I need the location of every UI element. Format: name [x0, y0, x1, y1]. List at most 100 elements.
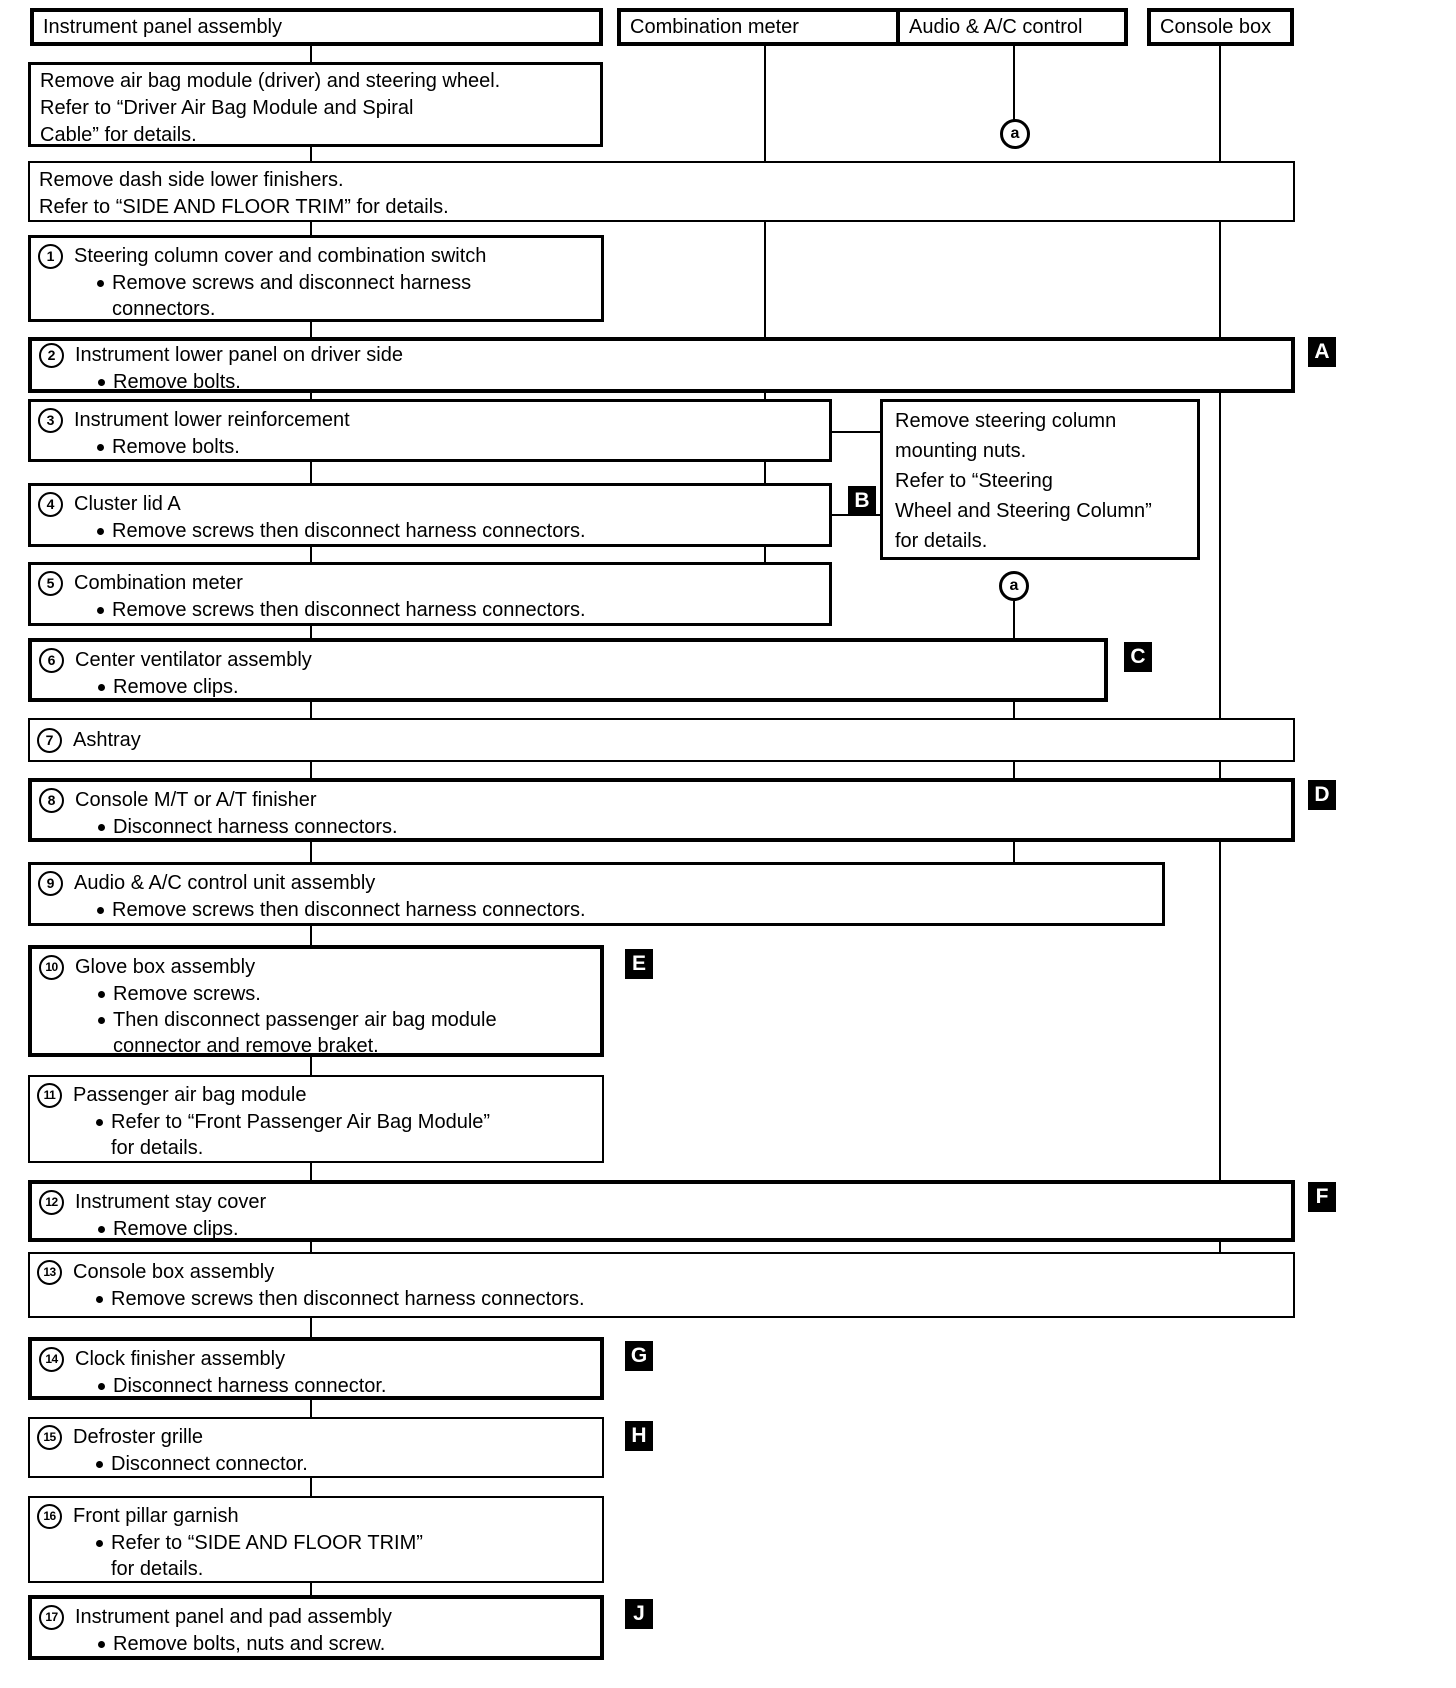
- step-bullet: Remove screws then disconnect harness co…: [95, 518, 829, 544]
- console-box-path-line: [1219, 46, 1221, 1252]
- step-title: Console M/T or A/T finisher: [75, 789, 317, 811]
- step-box-4: 4 Cluster lid A Remove screws then discon…: [28, 483, 832, 547]
- marker-B: B: [848, 486, 876, 516]
- step-box-3: 3 Instrument lower reinforcement Remove b…: [28, 399, 832, 462]
- step-box-6: 6 Center ventilator assembly Remove clips…: [28, 638, 1108, 702]
- note-line: Remove steering column: [895, 410, 1117, 432]
- step-bullet: Disconnect harness connectors.: [96, 814, 1291, 840]
- step-number: 7: [37, 727, 62, 753]
- step-number: 11: [37, 1082, 62, 1108]
- marker-D: D: [1308, 780, 1336, 810]
- header-label: Console box: [1160, 15, 1272, 38]
- step-number: 14: [39, 1346, 64, 1372]
- step-bullet: Remove bolts.: [95, 434, 829, 460]
- step-box-5: 5 Combination meter Remove screws then di…: [28, 562, 832, 626]
- step-number: 15: [37, 1424, 62, 1450]
- note-line: Refer to “Steering: [895, 470, 1053, 492]
- marker-G: G: [625, 1341, 653, 1371]
- step-title: Defroster grille: [73, 1426, 204, 1448]
- connector-a-top: a: [1000, 119, 1030, 149]
- step-bullet: Remove screws.: [96, 981, 600, 1007]
- step-number: 10: [39, 954, 64, 980]
- note-line: Wheel and Steering Column”: [895, 500, 1152, 522]
- note-line: mounting nuts.: [895, 440, 1027, 462]
- step-box-2: 2 Instrument lower panel on driver side R…: [28, 337, 1295, 393]
- header-console-box: Console box: [1147, 8, 1294, 46]
- step-number: 4: [38, 491, 63, 517]
- step-box-9: 9 Audio & A/C control unit assembly Remov…: [28, 862, 1165, 926]
- step-title: Instrument stay cover: [75, 1191, 267, 1213]
- marker-H: H: [625, 1421, 653, 1451]
- step-number: 1: [38, 243, 63, 269]
- combination-meter-path-line: [764, 46, 766, 562]
- header-label: Audio & A/C control: [909, 15, 1083, 38]
- step-number: 6: [39, 647, 64, 673]
- marker-E: E: [625, 949, 653, 979]
- note-line: for details.: [895, 530, 988, 552]
- step-title: Center ventilator assembly: [75, 649, 312, 671]
- step-bullet: Remove screws then disconnect harness co…: [95, 897, 1162, 923]
- step-box-7: 7 Ashtray: [28, 718, 1295, 762]
- step-bullet: Remove screws and disconnect harness: [95, 270, 601, 296]
- header-instrument-panel-assembly: Instrument panel assembly: [30, 8, 603, 46]
- step-title: Audio & A/C control unit assembly: [74, 872, 376, 894]
- marker-F: F: [1308, 1182, 1336, 1212]
- step-number: 12: [39, 1189, 64, 1215]
- step-box-1: 1 Steering column cover and combination s…: [28, 235, 604, 322]
- marker-J: J: [625, 1599, 653, 1629]
- note-line: Remove dash side lower finishers.: [39, 169, 344, 191]
- step-box-8: 8 Console M/T or A/T finisher Disconnect …: [28, 778, 1295, 842]
- step-bullet: Refer to “Front Passenger Air Bag Module…: [94, 1109, 602, 1135]
- step-number: 16: [37, 1503, 62, 1529]
- step-title: Instrument lower panel on driver side: [75, 344, 403, 366]
- step-number: 13: [37, 1259, 62, 1285]
- step-bullet: Disconnect harness connector.: [96, 1373, 600, 1399]
- header-label: Combination meter: [630, 15, 799, 38]
- audio-ac-path-line-upper: [1013, 46, 1015, 122]
- header-label: Instrument panel assembly: [43, 15, 283, 38]
- note-connector-line-upper: [832, 431, 882, 433]
- step-bullet: Remove screws then disconnect harness co…: [95, 597, 829, 623]
- step-title: Front pillar garnish: [73, 1505, 239, 1527]
- step-bullet: Then disconnect passenger air bag module: [96, 1007, 600, 1033]
- step-bullet: Refer to “SIDE AND FLOOR TRIM”: [94, 1530, 602, 1556]
- step-number: 8: [39, 787, 64, 813]
- step-bullet: Remove bolts.: [96, 369, 1291, 395]
- step-title: Ashtray: [73, 729, 141, 751]
- note-line: Remove air bag module (driver) and steer…: [40, 70, 501, 92]
- header-audio-ac-control: Audio & A/C control: [896, 8, 1128, 46]
- step-number: 5: [38, 570, 63, 596]
- marker-C: C: [1124, 642, 1152, 672]
- side-note-steering-column: Remove steering column mounting nuts. Re…: [880, 399, 1200, 560]
- step-bullet: Remove bolts, nuts and screw.: [96, 1631, 600, 1657]
- step-number: 17: [39, 1604, 64, 1630]
- step-title: Combination meter: [74, 572, 243, 594]
- step-bullet-cont: for details.: [111, 1558, 204, 1580]
- note-line: Cable” for details.: [40, 124, 197, 146]
- note-line: Refer to “SIDE AND FLOOR TRIM” for detai…: [39, 196, 449, 218]
- step-number: 3: [38, 407, 63, 433]
- step-bullet: Disconnect connector.: [94, 1451, 602, 1477]
- step-title: Glove box assembly: [75, 956, 256, 978]
- step-number: 9: [38, 870, 63, 896]
- step-bullet-cont: connectors.: [112, 298, 216, 320]
- note-line: Refer to “Driver Air Bag Module and Spir…: [40, 97, 414, 119]
- step-title: Steering column cover and combination sw…: [74, 245, 487, 267]
- step-title: Cluster lid A: [74, 493, 181, 515]
- step-number: 2: [39, 342, 64, 368]
- step-bullet: Remove clips.: [96, 1216, 1291, 1242]
- step-box-11: 11 Passenger air bag module Refer to “Fro…: [28, 1075, 604, 1163]
- step-title: Instrument lower reinforcement: [74, 409, 350, 431]
- step-title: Passenger air bag module: [73, 1084, 307, 1106]
- step-bullet: Remove screws then disconnect harness co…: [94, 1286, 1293, 1312]
- step-box-12: 12 Instrument stay cover Remove clips.: [28, 1180, 1295, 1242]
- header-combination-meter: Combination meter: [617, 8, 913, 46]
- prestep-airbag-note: Remove air bag module (driver) and steer…: [28, 62, 603, 147]
- connector-a-bottom: a: [999, 571, 1029, 601]
- step-bullet: Remove clips.: [96, 674, 1104, 700]
- step-box-15: 15 Defroster grille Disconnect connector.: [28, 1417, 604, 1478]
